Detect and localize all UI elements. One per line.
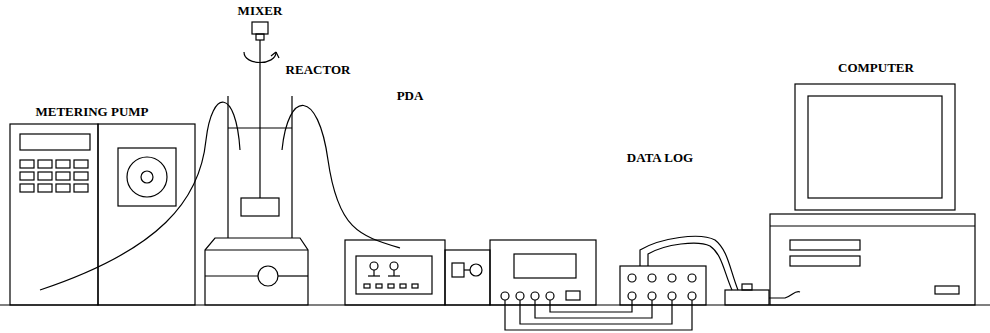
computer (795, 84, 955, 210)
pda-unit (464, 269, 470, 270)
signal-wire (535, 300, 652, 318)
computer (790, 240, 860, 250)
detector-unit (490, 240, 596, 305)
data-logger (688, 292, 696, 300)
mixer (252, 22, 268, 34)
data-logger (688, 274, 696, 282)
data-logger (668, 274, 676, 282)
computer-label: COMPUTER (836, 60, 916, 75)
metering-pump (141, 171, 153, 183)
pda-unit (388, 275, 400, 276)
detector-unit (514, 254, 576, 278)
wire (282, 105, 400, 248)
pda-unit (470, 264, 482, 276)
reactor (278, 275, 308, 276)
metering-pump (38, 184, 52, 192)
computer (935, 286, 959, 294)
signal-wire (520, 300, 672, 324)
computer (808, 96, 942, 198)
mixer (256, 34, 264, 40)
reactor-label: REACTOR (284, 62, 353, 77)
interface-box (769, 292, 800, 298)
pda-label: PDA (395, 88, 426, 103)
reactor (205, 96, 308, 305)
data-logger (628, 292, 636, 300)
reactor (241, 198, 279, 216)
computer (770, 84, 975, 305)
interface-box (725, 284, 800, 305)
pda-unit (400, 284, 406, 288)
metering-pump (56, 160, 70, 168)
metering-pump (20, 134, 90, 150)
computer (770, 214, 975, 305)
computer (790, 256, 860, 266)
computer (770, 225, 975, 226)
detector-unit (566, 291, 580, 300)
pda-unit (364, 284, 370, 288)
pda-unit (393, 270, 394, 276)
metering-pump (10, 124, 98, 305)
reactor (258, 266, 278, 286)
mixer (259, 40, 260, 198)
pda-unit (345, 240, 490, 305)
reactor (205, 275, 258, 276)
pda-unit (345, 240, 445, 305)
detector-unit (516, 292, 524, 300)
wire (40, 102, 400, 290)
pda-unit (370, 262, 378, 270)
mixer (244, 22, 279, 198)
data-logger (648, 243, 732, 290)
detector-unit (501, 292, 509, 300)
data-logger (648, 292, 656, 300)
pda-unit (373, 270, 374, 276)
pda-unit (390, 262, 398, 270)
detector-unit (531, 292, 539, 300)
data-logger (620, 236, 738, 305)
pda-unit (452, 263, 464, 277)
metering-pump (127, 157, 167, 197)
data-logger (640, 236, 738, 290)
pda-unit (376, 284, 382, 288)
metering-pump (98, 124, 195, 305)
data-logger (648, 274, 656, 282)
metering-pump (10, 124, 195, 305)
metering-pump (20, 172, 34, 180)
pda-unit (368, 275, 380, 276)
mixer-label: MIXER (236, 3, 285, 18)
metering-pump (118, 148, 176, 206)
datalog-label: DATA LOG (625, 150, 695, 165)
mixer (271, 52, 279, 58)
reactor (205, 249, 308, 250)
metering-pump (20, 160, 34, 168)
metering-pump (56, 172, 70, 180)
pda-unit (356, 256, 432, 294)
metering-pump (38, 172, 52, 180)
pda-unit (388, 284, 394, 288)
data-logger (620, 266, 706, 305)
detector-unit (546, 292, 554, 300)
data-logger (668, 292, 676, 300)
metering-pump (74, 184, 88, 192)
detector-unit (490, 240, 596, 305)
reactor (205, 238, 308, 305)
pda-unit (412, 284, 418, 288)
metering-pump (56, 184, 70, 192)
data-logger (628, 274, 636, 282)
wire (40, 102, 240, 290)
interface-box (742, 284, 752, 290)
metering-pump (20, 184, 34, 192)
mixer (244, 52, 276, 63)
pda-unit (445, 250, 490, 305)
pump-label: METERING PUMP (33, 104, 150, 119)
metering-pump (74, 160, 88, 168)
interface-box (725, 290, 769, 305)
metering-pump (38, 160, 52, 168)
metering-pump (74, 172, 88, 180)
